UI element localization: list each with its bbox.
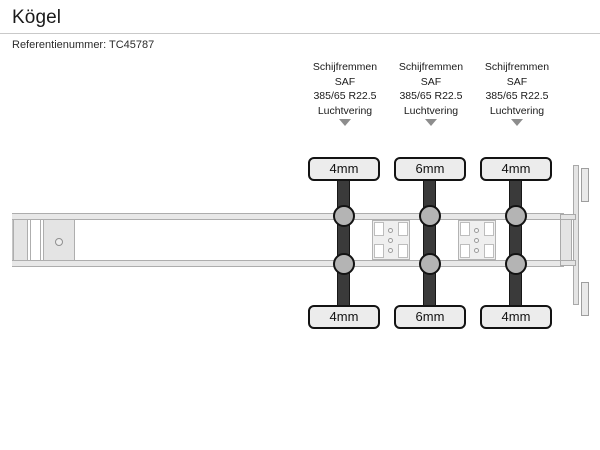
rear-crossmember (560, 219, 572, 261)
kingpin-icon (55, 238, 63, 246)
hanger-notch (374, 244, 384, 258)
reference-number: Referentienummer: TC45787 (12, 39, 155, 51)
axle-2-tyre-size: 385/65 R22.5 (399, 90, 463, 102)
axle-3-make: SAF (506, 75, 528, 88)
hanger-hole (474, 228, 479, 233)
page-title: Kögel (12, 7, 62, 28)
tread-depth-axle-1-bottom: 4mm (308, 305, 380, 329)
axle-2-suspension: Luchtvering (403, 104, 459, 117)
axle-1-tyre-size: 385/65 R22.5 (313, 90, 377, 102)
chevron-down-icon (339, 119, 351, 126)
tread-depth-axle-3-top: 4mm (480, 157, 552, 181)
rear-bumper-top (581, 168, 589, 202)
rear-bumper-bottom (581, 282, 589, 316)
tread-depth-axle-2-bottom: 6mm (394, 305, 466, 329)
hanger-notch (484, 222, 494, 236)
wheel-hub-axle-1-bottom (333, 253, 355, 275)
rear-frame-post (573, 165, 579, 305)
axle-bar-1 (337, 181, 350, 305)
axle-2-make: SAF (420, 75, 442, 88)
axle-3-suspension: Luchtvering (489, 104, 545, 117)
hanger-notch (398, 244, 408, 258)
hanger-hole (474, 238, 479, 243)
axle-spec-1: Schijfremmen SAF 385/65 R22.5 Luchtverin… (300, 60, 390, 126)
front-gap-panel (30, 219, 41, 261)
header-divider (0, 33, 600, 34)
hanger-hole (388, 238, 393, 243)
axle-spec-3: Schijfremmen SAF 385/65 R22.5 Luchtverin… (472, 60, 562, 126)
wheel-hub-axle-2-bottom (419, 253, 441, 275)
chevron-down-icon (511, 119, 523, 126)
hanger-notch (374, 222, 384, 236)
wheel-hub-axle-3-top (505, 205, 527, 227)
axle-3-tyre-size: 385/65 R22.5 (485, 90, 549, 102)
front-crossmember (13, 219, 28, 261)
axle-3-brake-type: Schijfremmen (484, 61, 550, 73)
hanger-notch (484, 244, 494, 258)
tread-depth-axle-1-top: 4mm (308, 157, 380, 181)
axle-spec-2: Schijfremmen SAF 385/65 R22.5 Luchtverin… (386, 60, 476, 126)
hanger-hole (388, 248, 393, 253)
hanger-hole (474, 248, 479, 253)
axle-bar-2 (423, 181, 436, 305)
hanger-notch (398, 222, 408, 236)
hanger-hole (388, 228, 393, 233)
chevron-down-icon (425, 119, 437, 126)
wheel-hub-axle-3-bottom (505, 253, 527, 275)
tread-depth-axle-3-bottom: 4mm (480, 305, 552, 329)
axle-2-brake-type: Schijfremmen (398, 61, 464, 73)
hanger-notch (460, 244, 470, 258)
axle-1-suspension: Luchtvering (317, 104, 373, 117)
axle-1-brake-type: Schijfremmen (312, 61, 378, 73)
hanger-notch (460, 222, 470, 236)
chassis-rail-bottom (12, 260, 564, 267)
wheel-hub-axle-2-top (419, 205, 441, 227)
axle-bar-3 (509, 181, 522, 305)
tread-depth-axle-2-top: 6mm (394, 157, 466, 181)
chassis-rail-top (12, 213, 564, 220)
axle-1-make: SAF (334, 75, 356, 88)
wheel-hub-axle-1-top (333, 205, 355, 227)
